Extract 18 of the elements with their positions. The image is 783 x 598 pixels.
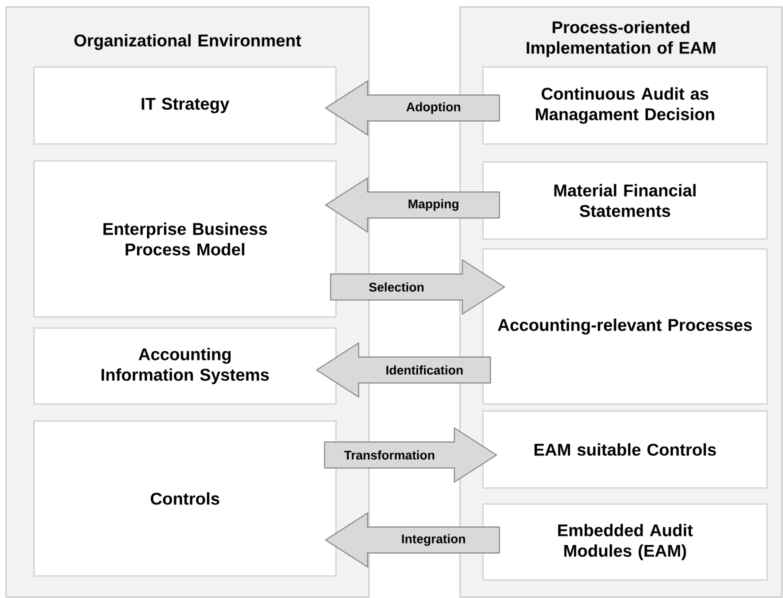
block-arrow [330, 259, 506, 315]
process-box: IT Strategy [33, 66, 337, 145]
process-box: Continuous Audit as Managament Decision [482, 66, 768, 145]
panel-heading: Organizational Environment [74, 34, 302, 50]
process-box: Accounting-relevant Processes [482, 248, 768, 405]
edge-label: Adoption [405, 101, 462, 115]
edge-label: Selection [368, 281, 426, 293]
edge-label: Integration [400, 533, 467, 547]
process-box: Enterprise Business Process Model [33, 160, 337, 318]
process-box: Accounting Information Systems [33, 327, 337, 405]
edge-label: Identification [384, 364, 464, 376]
panel-heading: Process-oriented Implementation of EAM [526, 20, 716, 58]
edge-label: Transformation [343, 449, 436, 461]
edge-label: Mapping [406, 198, 460, 212]
process-box: EAM suitable Controls [482, 410, 768, 489]
process-box: Material Financial Statements [482, 161, 768, 240]
process-box: Controls [33, 420, 337, 577]
process-box: Embedded Audit Modules (EAM) [482, 503, 768, 581]
